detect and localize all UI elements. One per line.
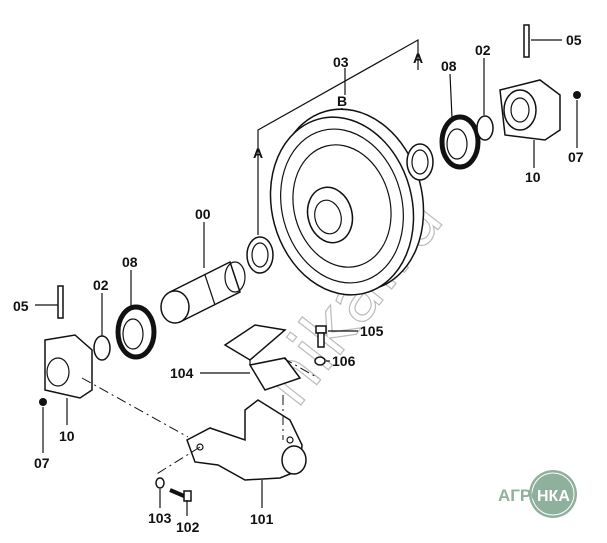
label-02-left: 02 bbox=[93, 277, 109, 293]
idler-wheel bbox=[269, 108, 425, 296]
support-left bbox=[44, 334, 93, 399]
guard-plate bbox=[223, 324, 302, 391]
bushing-left bbox=[246, 236, 274, 274]
label-07-left: 07 bbox=[34, 455, 50, 471]
o-ring-left bbox=[93, 335, 111, 361]
washer-106 bbox=[314, 356, 326, 366]
bolt-105 bbox=[315, 325, 327, 348]
label-A-left: A bbox=[253, 145, 263, 161]
label-10-left: 10 bbox=[59, 428, 75, 444]
bracket-101 bbox=[186, 399, 307, 481]
label-A-right: A bbox=[413, 50, 423, 66]
washer-103 bbox=[155, 477, 165, 489]
label-105: 105 bbox=[360, 323, 384, 339]
plug-left bbox=[39, 398, 47, 406]
shaft bbox=[160, 260, 246, 324]
label-104: 104 bbox=[170, 365, 194, 381]
plug-right bbox=[573, 91, 581, 99]
label-05-right: 05 bbox=[566, 32, 582, 48]
label-05-left: 05 bbox=[13, 298, 29, 314]
label-103: 103 bbox=[148, 510, 172, 526]
label-B: B bbox=[337, 93, 347, 109]
leader-lines bbox=[35, 39, 578, 516]
label-03: 03 bbox=[333, 54, 349, 70]
label-101: 101 bbox=[250, 511, 274, 527]
pin-right bbox=[523, 24, 530, 58]
agronka-logo: АГРО НКА bbox=[498, 470, 577, 518]
support-right bbox=[499, 79, 561, 141]
label-08-right: 08 bbox=[441, 58, 457, 74]
label-00: 00 bbox=[195, 206, 211, 222]
logo-right-text: НКА bbox=[537, 488, 570, 505]
bushing-right bbox=[406, 143, 434, 181]
label-07-right: 07 bbox=[568, 149, 584, 165]
logo-left-text: АГРО bbox=[498, 486, 544, 505]
pin-left bbox=[57, 285, 64, 319]
label-102: 102 bbox=[176, 519, 200, 535]
label-08-left: 08 bbox=[122, 254, 138, 270]
o-ring-right bbox=[476, 115, 494, 141]
label-10-right: 10 bbox=[525, 169, 541, 185]
label-106: 106 bbox=[332, 353, 356, 369]
label-02-right: 02 bbox=[475, 42, 491, 58]
bolt-102 bbox=[169, 488, 192, 502]
seal-left bbox=[115, 304, 157, 360]
seal-right bbox=[439, 114, 481, 170]
